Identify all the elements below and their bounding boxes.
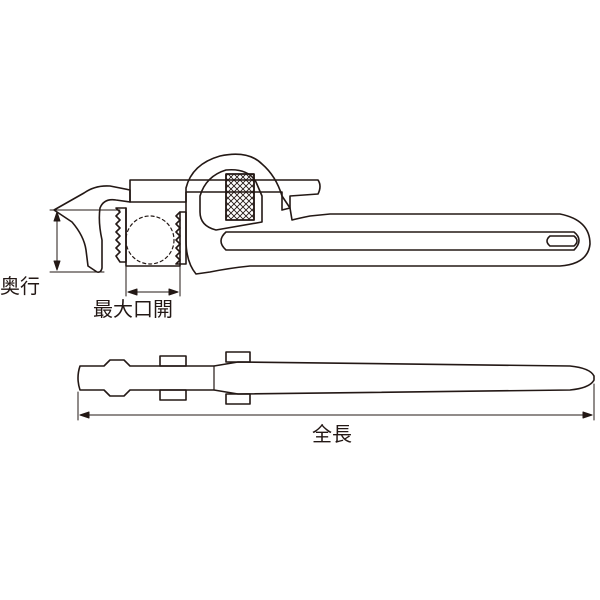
wrench-side-view	[53, 153, 591, 275]
depth-dimension	[49, 209, 121, 273]
top-view-outline	[77, 359, 595, 397]
hang-hole	[546, 235, 578, 247]
opening-dimension	[125, 265, 181, 297]
wrench-top-view	[77, 351, 595, 405]
max-opening-label: 最大口開	[93, 297, 173, 321]
bottom-nut-block	[225, 393, 251, 405]
depth-label: 奥行	[0, 274, 40, 298]
knurled-nut	[225, 173, 255, 221]
length-dimension	[77, 383, 595, 421]
top-nut-block	[225, 351, 251, 363]
hook-jaw	[53, 185, 131, 273]
lower-jaw-teeth	[175, 211, 187, 265]
handle-slot	[220, 231, 580, 251]
top-jaw-block	[159, 355, 187, 367]
overall-length-label: 全長	[312, 422, 352, 446]
hook-jaw-shank	[129, 179, 321, 211]
pipe-circle	[125, 215, 175, 265]
upper-jaw-teeth	[115, 207, 127, 263]
bottom-jaw-block	[159, 389, 187, 401]
wrench-housing	[185, 153, 591, 275]
